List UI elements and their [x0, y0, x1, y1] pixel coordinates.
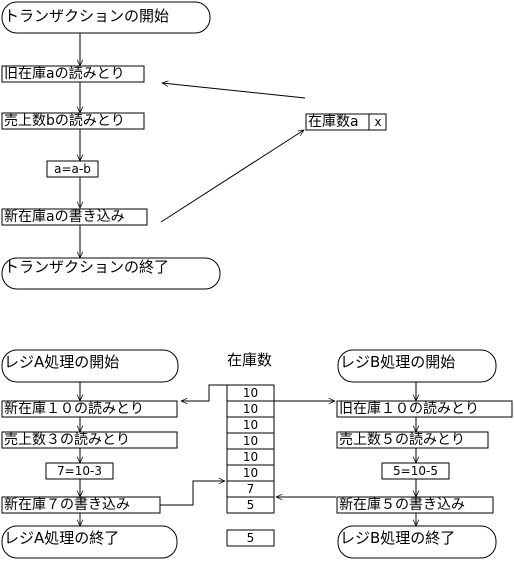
stock-a-label: 在庫数a — [308, 113, 359, 130]
top-write-new-box — [1, 208, 148, 226]
register-a-start-label: レジA処理の開始 — [4, 353, 119, 371]
inventory-cell — [226, 496, 275, 514]
register-a-calc-box — [45, 462, 114, 480]
top-start-terminal — [1, 1, 211, 34]
top-end-terminal — [1, 257, 221, 290]
top-write-new-label: 新在庫aの書き込み — [4, 208, 125, 225]
inventory-final-value: 5 — [247, 531, 255, 545]
inventory-cell-value: 10 — [243, 434, 258, 448]
register-a-calc-label: 7=10-3 — [57, 464, 102, 478]
register-a-end-terminal — [1, 525, 178, 559]
register-a-end-label: レジA処理の終了 — [4, 529, 119, 547]
register-b-start-terminal — [337, 349, 497, 383]
inventory-cell-value: 7 — [247, 482, 255, 496]
inventory-cells: 10 10 10 10 10 10 7 5 — [226, 384, 275, 514]
register-a-read-box — [1, 400, 178, 418]
inventory-cell-value: 10 — [243, 466, 258, 480]
register-b-calc-box — [381, 462, 450, 480]
top-start-label: トランザクションの開始 — [4, 7, 169, 25]
register-a-read-label: 新在庫１０の読みとり — [4, 400, 144, 417]
top-flowchart: トランザクションの開始 旧在庫aの読みとり 売上数bの読みとり a=a-b 新在… — [1, 1, 387, 290]
inventory-final-box — [226, 529, 275, 547]
register-b-start-label: レジB処理の開始 — [340, 353, 455, 371]
arrow-write-to-stock — [160, 130, 304, 223]
register-b-write-label: 新在庫５の書き込み — [339, 496, 465, 513]
inventory-cell-value: 5 — [247, 498, 255, 512]
register-a-write-label: 新在庫７の書き込み — [4, 496, 130, 513]
register-b-sales-box — [336, 431, 489, 449]
top-read-old-box — [1, 65, 145, 83]
register-b-write-box — [336, 496, 494, 514]
register-b-calc-label: 5=10-5 — [393, 464, 438, 478]
register-b-read-label: 旧在庫１０の読みとり — [339, 400, 479, 417]
register-b-flow: レジB処理の開始 旧在庫１０の読みとり 売上数５の読みとり 5=10-5 新在庫… — [336, 349, 513, 559]
top-calc-label: a=a-b — [54, 162, 91, 176]
arrow-inventory-to-register-a — [181, 384, 227, 401]
inventory-title: 在庫数 — [227, 351, 272, 369]
top-read-old-label: 旧在庫aの読みとり — [4, 65, 125, 82]
register-b-read-box — [336, 400, 513, 418]
inventory-column: 在庫数 10 10 10 10 10 10 7 5 5 — [226, 351, 275, 547]
arrow-register-a-to-inventory — [160, 481, 225, 506]
inventory-connectors — [160, 384, 336, 506]
top-end-label: トランザクションの終了 — [4, 258, 169, 276]
register-b-sales-label: 売上数５の読みとり — [339, 431, 465, 448]
register-a-sales-label: 売上数３の読みとり — [4, 431, 130, 448]
register-a-sales-box — [1, 431, 178, 449]
top-read-sales-label: 売上数bの読みとり — [4, 112, 125, 129]
register-b-end-label: レジB処理の終了 — [340, 529, 455, 547]
inventory-cell-value: 10 — [243, 386, 258, 400]
inventory-cell-value: 10 — [243, 402, 258, 416]
register-a-start-terminal — [1, 349, 179, 383]
top-read-sales-box — [1, 112, 145, 130]
register-a-flow: レジA処理の開始 新在庫１０の読みとり 売上数３の読みとり 7=10-3 新在庫… — [1, 349, 179, 559]
stock-a-value: x — [374, 115, 381, 129]
register-b-end-terminal — [337, 525, 497, 559]
arrow-stock-to-read — [162, 83, 306, 99]
stock-a-box — [305, 113, 387, 131]
top-calc-box — [46, 160, 99, 178]
inventory-cell-value: 10 — [243, 450, 258, 464]
inventory-cell-value: 10 — [243, 418, 258, 432]
